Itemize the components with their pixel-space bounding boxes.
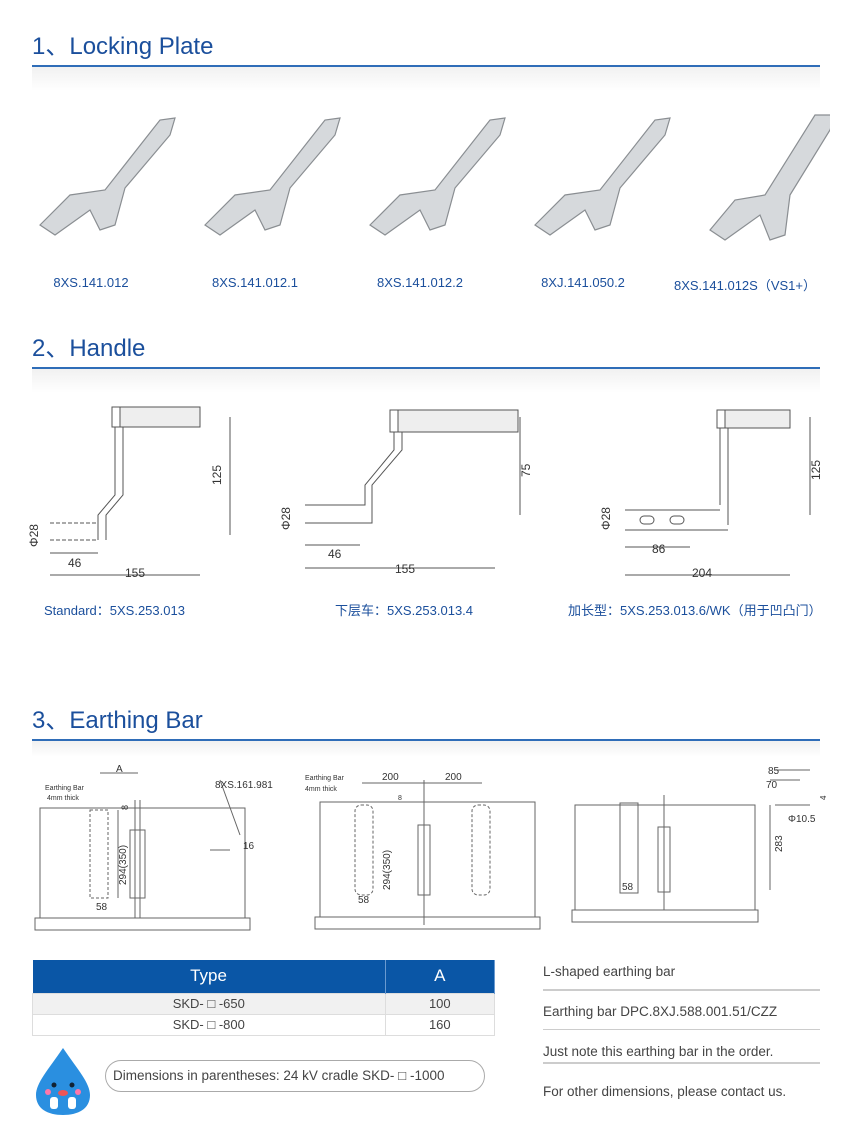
earthing-drawing-1	[34, 772, 251, 931]
dim-label: 200	[382, 772, 399, 783]
locking-plate-images	[39, 114, 830, 241]
dim-label: 46	[328, 547, 342, 561]
note-text: L-shaped earthing bar	[543, 964, 676, 979]
handle-drawings: 125 Φ28 46 155 75 Φ28 46 155 125 Φ28 86 …	[27, 406, 823, 580]
dim-label: 8XS.161.981	[215, 780, 273, 791]
divider	[543, 1029, 820, 1030]
mascot-droplet-icon	[36, 1048, 90, 1115]
dim-label: Φ28	[599, 507, 613, 530]
dim-label: 125	[809, 460, 823, 480]
table-header-a: A	[385, 960, 496, 993]
dim-label: 85	[768, 766, 780, 777]
dim-label: 46	[68, 556, 82, 570]
dim-label: 8	[120, 805, 130, 810]
divider	[543, 989, 820, 991]
dim-label: 75	[519, 463, 533, 477]
dim-label: 8	[398, 795, 402, 802]
dim-label: 58	[96, 902, 108, 913]
section-divider	[32, 65, 820, 67]
handle-caption: 加长型：5XS.253.013.6/WK（用于凹凸门）	[568, 603, 822, 618]
dim-label: 125	[210, 465, 224, 485]
locking-plate-image-1	[39, 117, 176, 236]
note-text: Earthing bar DPC.8XJ.588.001.51/CZZ	[543, 1004, 778, 1019]
locking-plate-label: 8XS.141.012.1	[211, 275, 299, 290]
table-cell: SKD- □ -650	[32, 992, 386, 1015]
section-title-earthing-bar: 3、Earthing Bar	[32, 707, 203, 734]
dim-label: 155	[395, 562, 415, 576]
divider	[543, 1062, 820, 1064]
dim-label: Earthing Bar	[45, 785, 85, 792]
dim-label: 283	[774, 835, 785, 852]
section-title-locking-plate: 1、Locking Plate	[32, 33, 214, 60]
locking-plate-label: 8XS.141.012	[53, 275, 129, 290]
locking-plate-image-3	[369, 117, 506, 236]
dim-label: 70	[766, 780, 778, 791]
note-text: Just note this earthing bar in the order…	[543, 1044, 774, 1059]
locking-plate-label: 8XS.141.012S（VS1+）	[673, 278, 816, 293]
dim-label: 4mm thick	[47, 795, 79, 802]
locking-plate-image-2	[204, 117, 341, 236]
dim-label: 4mm thick	[305, 786, 337, 793]
dim-label: Φ10.5	[788, 814, 816, 825]
handle-caption: 下层车：5XS.253.013.4	[335, 603, 474, 618]
locking-plate-label: 8XS.141.012.2	[376, 275, 464, 290]
table-cell: 160	[384, 1013, 496, 1036]
locking-plate-image-5	[709, 114, 830, 241]
locking-plate-label: 8XJ.141.050.2	[541, 275, 625, 290]
earthing-drawing-2	[314, 780, 541, 930]
locking-plate-image-4	[534, 117, 671, 236]
note-box: Dimensions in parentheses: 24 kV cradle …	[105, 1060, 485, 1092]
dim-label: Φ28	[27, 524, 41, 547]
note-text: For other dimensions, please contact us.	[543, 1084, 787, 1099]
section-divider	[32, 367, 820, 369]
handle-drawing-lower	[305, 409, 521, 569]
handle-drawing-extended	[625, 409, 811, 576]
earthing-bar-drawings: A Earthing Bar 4mm thick 8 294(350) 58 8…	[34, 764, 828, 931]
handle-caption: Standard：5XS.253.013	[44, 603, 185, 618]
dim-label: Earthing Bar	[305, 775, 345, 782]
section-title-handle: 2、Handle	[32, 335, 146, 362]
dim-label: 294(350)	[382, 850, 393, 890]
table-header-type: Type	[32, 960, 386, 993]
dim-label: 16	[243, 841, 255, 852]
dim-label: 155	[125, 566, 145, 580]
dim-label: 204	[692, 566, 712, 580]
section-panel	[32, 741, 820, 781]
dim-label: 58	[358, 895, 370, 906]
section-divider	[32, 739, 820, 741]
dim-label: A	[116, 764, 123, 775]
table-cell: SKD- □ -800	[32, 1013, 386, 1036]
dim-label: 58	[622, 882, 634, 893]
handle-drawing-standard	[50, 406, 231, 576]
dim-label: 86	[652, 542, 666, 556]
table-cell: 100	[384, 992, 496, 1015]
dim-label: Φ28	[279, 507, 293, 530]
dim-label: 294(350)	[118, 845, 129, 885]
section-panel	[32, 67, 820, 127]
dim-label: 200	[445, 772, 462, 783]
dim-label: 4	[819, 795, 828, 800]
earthing-drawing-3	[571, 769, 810, 923]
